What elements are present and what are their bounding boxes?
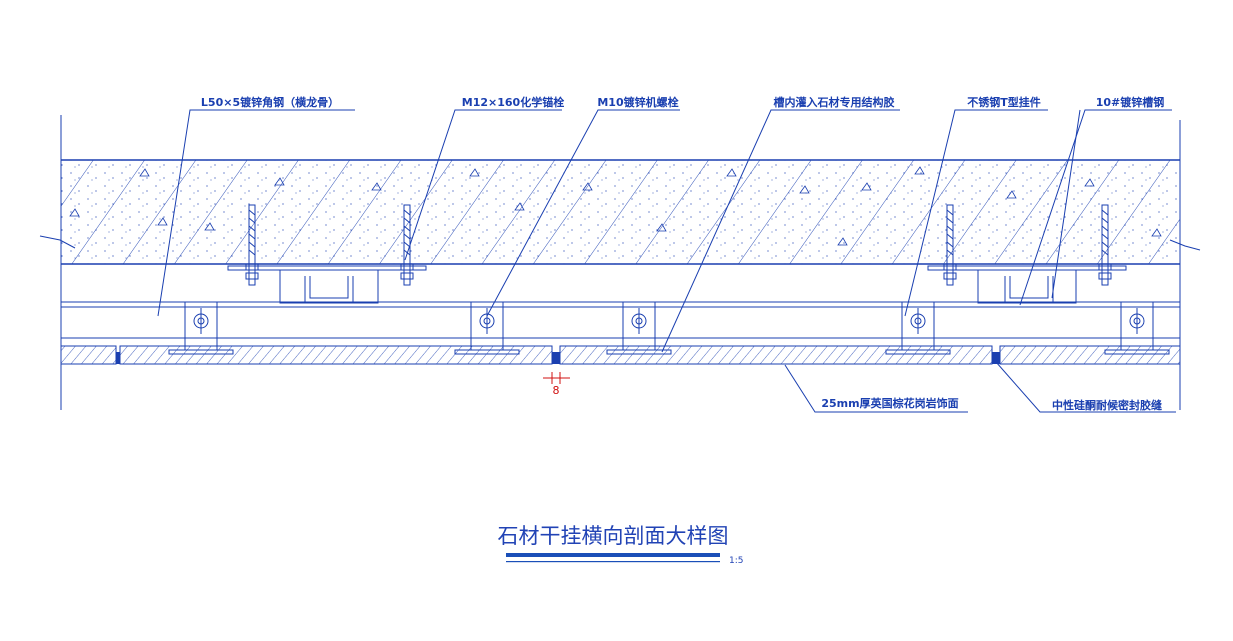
- leader-lines: [157, 109, 1176, 413]
- label-sealant-joint: 中性硅酮耐候密封胶缝: [1052, 398, 1162, 412]
- angle-steel-strip: [61, 301, 1180, 339]
- title-underline-thin: [506, 561, 720, 563]
- embed-plates: [227, 265, 1127, 271]
- gap-dimension: [543, 372, 570, 384]
- right-break-symbol: [1169, 239, 1201, 251]
- concrete-wall: [61, 159, 1180, 265]
- drawing-title: 石材干挂横向剖面大样图: [498, 524, 729, 548]
- granite-panels: [60, 345, 1181, 365]
- label-t-hanger: 不锈钢T型挂件: [967, 95, 1041, 109]
- label-mechanical-bolt: M10镀锌机螺栓: [597, 95, 678, 109]
- label-chemical-anchor: M12×160化学锚栓: [462, 95, 564, 109]
- title-underline-thick: [506, 553, 720, 557]
- gap-dimension-text: 8: [553, 384, 560, 397]
- label-granite-facing: 25mm厚英国棕花岗岩饰面: [821, 396, 958, 410]
- channel-steel: [279, 269, 1077, 304]
- drawing-scale: 1:5: [729, 556, 743, 566]
- label-angle-steel: L50×5镀锌角钢（横龙骨）: [201, 95, 339, 109]
- label-structural-glue: 槽内灌入石材专用结构胶: [774, 95, 895, 109]
- left-break-symbol: [39, 235, 76, 249]
- label-channel-steel: 10#镀锌槽钢: [1096, 95, 1165, 109]
- chemical-anchors: [245, 204, 1112, 286]
